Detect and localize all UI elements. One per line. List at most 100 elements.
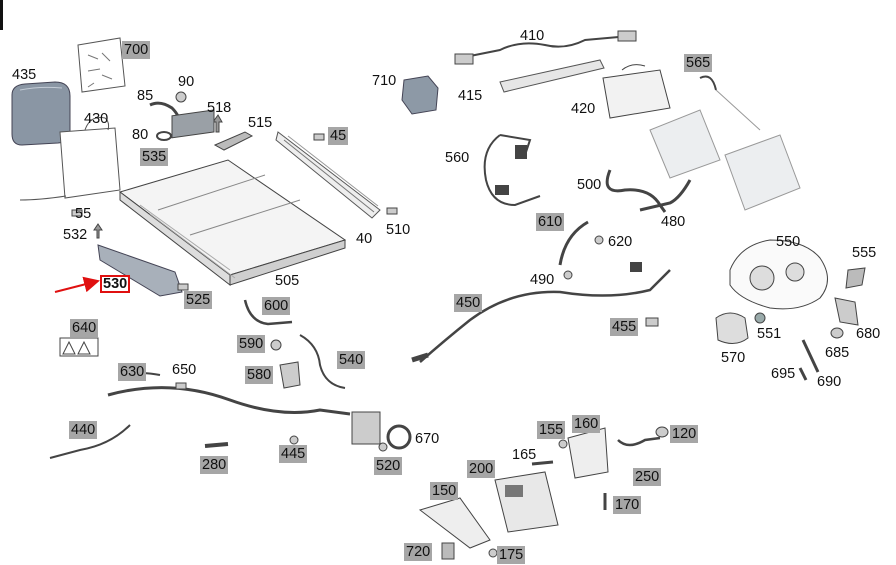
part-number-label[interactable]: 415 xyxy=(458,88,483,104)
warning-label-part[interactable] xyxy=(59,337,99,357)
harness-branch-part[interactable] xyxy=(299,334,346,389)
clip-part[interactable] xyxy=(594,235,604,245)
clip-part[interactable] xyxy=(645,317,659,327)
part-number-label[interactable]: 535 xyxy=(140,148,169,166)
part-number-label[interactable]: 640 xyxy=(70,319,99,337)
selected-part-label[interactable]: 530 xyxy=(100,275,131,293)
part-number-label[interactable]: 170 xyxy=(613,496,642,514)
part-number-label[interactable]: 435 xyxy=(12,67,37,83)
bracket-part[interactable] xyxy=(279,361,301,389)
part-number-label[interactable]: 600 xyxy=(262,297,291,315)
part-number-label[interactable]: 510 xyxy=(386,222,411,238)
charging-bag-part[interactable] xyxy=(602,64,671,119)
part-number-label[interactable]: 555 xyxy=(852,245,877,261)
ring-part[interactable] xyxy=(156,131,172,141)
part-number-label[interactable]: 40 xyxy=(356,231,373,247)
part-number-label[interactable]: 90 xyxy=(178,74,195,90)
charging-cable-part[interactable] xyxy=(454,30,637,65)
strap-part[interactable] xyxy=(499,59,605,93)
main-harness-part[interactable] xyxy=(411,262,671,363)
clip-part[interactable] xyxy=(289,435,299,445)
part-number-label[interactable]: 525 xyxy=(184,291,213,309)
cap-part[interactable] xyxy=(655,426,669,438)
bolt-part[interactable] xyxy=(488,548,498,558)
clip-part[interactable] xyxy=(175,91,187,103)
part-number-label[interactable]: 720 xyxy=(404,543,433,561)
part-number-label[interactable]: 620 xyxy=(608,234,633,250)
part-number-label[interactable]: 165 xyxy=(512,447,537,463)
part-number-label[interactable]: 690 xyxy=(817,374,842,390)
screw-part[interactable] xyxy=(71,209,83,217)
bracket-part[interactable] xyxy=(834,297,859,326)
part-number-label[interactable]: 518 xyxy=(207,100,232,116)
rod-part[interactable] xyxy=(801,339,820,373)
part-number-label[interactable]: 440 xyxy=(69,421,98,439)
flap-part[interactable] xyxy=(715,312,749,344)
charging-socket-part[interactable] xyxy=(729,239,828,310)
bracket-part[interactable] xyxy=(213,131,254,151)
part-number-label[interactable]: 560 xyxy=(445,150,470,166)
part-number-label[interactable]: 175 xyxy=(497,546,526,564)
clip-part[interactable] xyxy=(378,442,388,452)
clip-part[interactable] xyxy=(563,270,573,280)
part-number-label[interactable]: 120 xyxy=(670,425,699,443)
part-number-label[interactable]: 280 xyxy=(200,456,229,474)
cap-part[interactable] xyxy=(754,312,766,324)
part-number-label[interactable]: 500 xyxy=(577,177,602,193)
part-number-label[interactable]: 45 xyxy=(328,127,349,145)
bracket-part[interactable] xyxy=(567,427,609,479)
hose-part[interactable] xyxy=(558,220,589,266)
screw-part[interactable] xyxy=(386,207,398,215)
part-number-label[interactable]: 540 xyxy=(337,351,366,369)
pin-part[interactable] xyxy=(93,223,103,239)
junction-box-part[interactable] xyxy=(351,411,381,445)
actuator-part[interactable] xyxy=(845,267,866,289)
part-number-label[interactable]: 532 xyxy=(63,227,88,243)
bolt-part[interactable] xyxy=(558,439,568,449)
part-number-label[interactable]: 155 xyxy=(537,421,566,439)
screw-part[interactable] xyxy=(313,133,325,141)
screw-part[interactable] xyxy=(177,283,189,291)
clip-part[interactable] xyxy=(441,542,455,560)
part-number-label[interactable]: 480 xyxy=(661,214,686,230)
part-number-label[interactable]: 695 xyxy=(771,366,796,382)
part-number-label[interactable]: 680 xyxy=(856,326,881,342)
part-number-label[interactable]: 410 xyxy=(520,28,545,44)
bolt-part[interactable] xyxy=(204,442,229,448)
part-number-label[interactable]: 590 xyxy=(237,335,266,353)
part-number-label[interactable]: 250 xyxy=(633,468,662,486)
part-number-label[interactable]: 455 xyxy=(610,318,639,336)
seal-part[interactable] xyxy=(830,327,844,339)
part-number-label[interactable]: 420 xyxy=(571,101,596,117)
part-number-label[interactable]: 160 xyxy=(572,415,601,433)
module-part[interactable] xyxy=(171,109,215,139)
bag-part[interactable] xyxy=(19,117,121,201)
part-number-label[interactable]: 450 xyxy=(454,294,483,312)
wiring-harness-part[interactable] xyxy=(483,134,541,207)
part-number-label[interactable]: 85 xyxy=(137,88,154,104)
part-number-label[interactable]: 445 xyxy=(279,445,308,463)
part-number-label[interactable]: 550 xyxy=(776,234,801,250)
clip-part[interactable] xyxy=(270,339,282,351)
manual-sheet-part[interactable] xyxy=(77,37,126,93)
bracket-part[interactable] xyxy=(418,497,491,549)
part-number-label[interactable]: 150 xyxy=(430,482,459,500)
cell-module-part[interactable] xyxy=(649,75,801,211)
part-number-label[interactable]: 200 xyxy=(467,460,496,478)
part-number-label[interactable]: 670 xyxy=(415,431,440,447)
part-number-label[interactable]: 630 xyxy=(118,363,147,381)
seal-ring-part[interactable] xyxy=(386,424,412,450)
bolt-part[interactable] xyxy=(531,460,554,466)
part-number-label[interactable]: 55 xyxy=(75,206,92,222)
part-number-label[interactable]: 551 xyxy=(757,326,782,342)
control-unit-part[interactable] xyxy=(494,471,559,533)
part-number-label[interactable]: 490 xyxy=(530,272,555,288)
part-number-label[interactable]: 570 xyxy=(721,350,746,366)
hose-part[interactable] xyxy=(243,299,293,326)
side-rail-part[interactable] xyxy=(97,244,183,297)
battery-pack-part[interactable] xyxy=(118,159,347,287)
part-number-label[interactable]: 515 xyxy=(248,115,273,131)
part-number-label[interactable]: 700 xyxy=(122,41,151,59)
pin-part[interactable] xyxy=(798,367,808,381)
part-number-label[interactable]: 610 xyxy=(536,213,565,231)
